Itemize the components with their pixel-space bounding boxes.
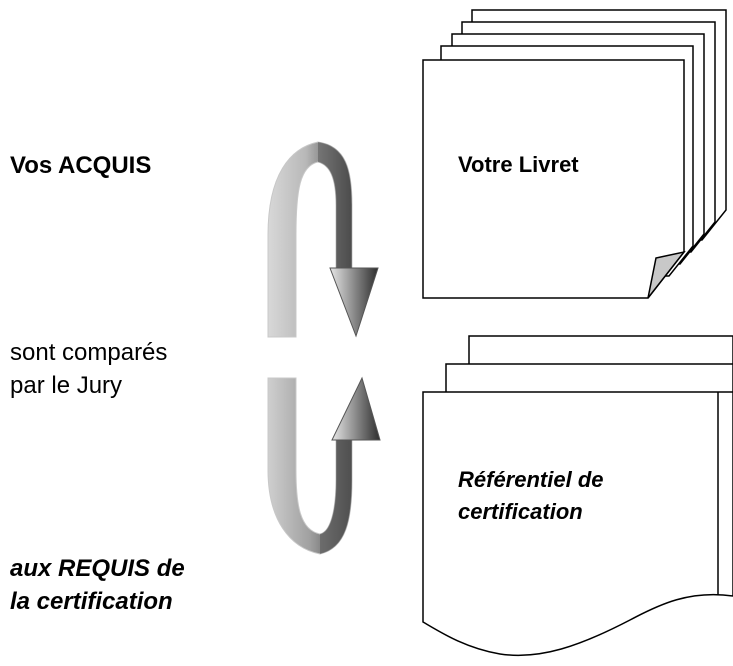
referentiel-document-stack bbox=[422, 335, 733, 657]
compares-label: sont comparés par le Jury bbox=[10, 336, 167, 402]
referentiel-title-line-1: Référentiel de bbox=[458, 467, 604, 492]
referentiel-title: Référentiel de certification bbox=[458, 464, 604, 528]
compares-line-1: sont comparés bbox=[10, 339, 168, 366]
requis-line-1: aux REQUIS de bbox=[10, 555, 185, 582]
cycle-arrow-bottom bbox=[267, 376, 381, 555]
cycle-arrow-top bbox=[267, 141, 379, 338]
acquis-label: Vos ACQUIS bbox=[10, 152, 152, 179]
livret-title: Votre Livret bbox=[458, 152, 579, 177]
compares-line-2: par le Jury bbox=[10, 372, 123, 399]
requis-line-2: la certification bbox=[10, 588, 173, 615]
livret-document-stack bbox=[422, 9, 727, 299]
referentiel-title-line-2: certification bbox=[458, 499, 583, 524]
requis-label: aux REQUIS de la certification bbox=[10, 552, 185, 618]
